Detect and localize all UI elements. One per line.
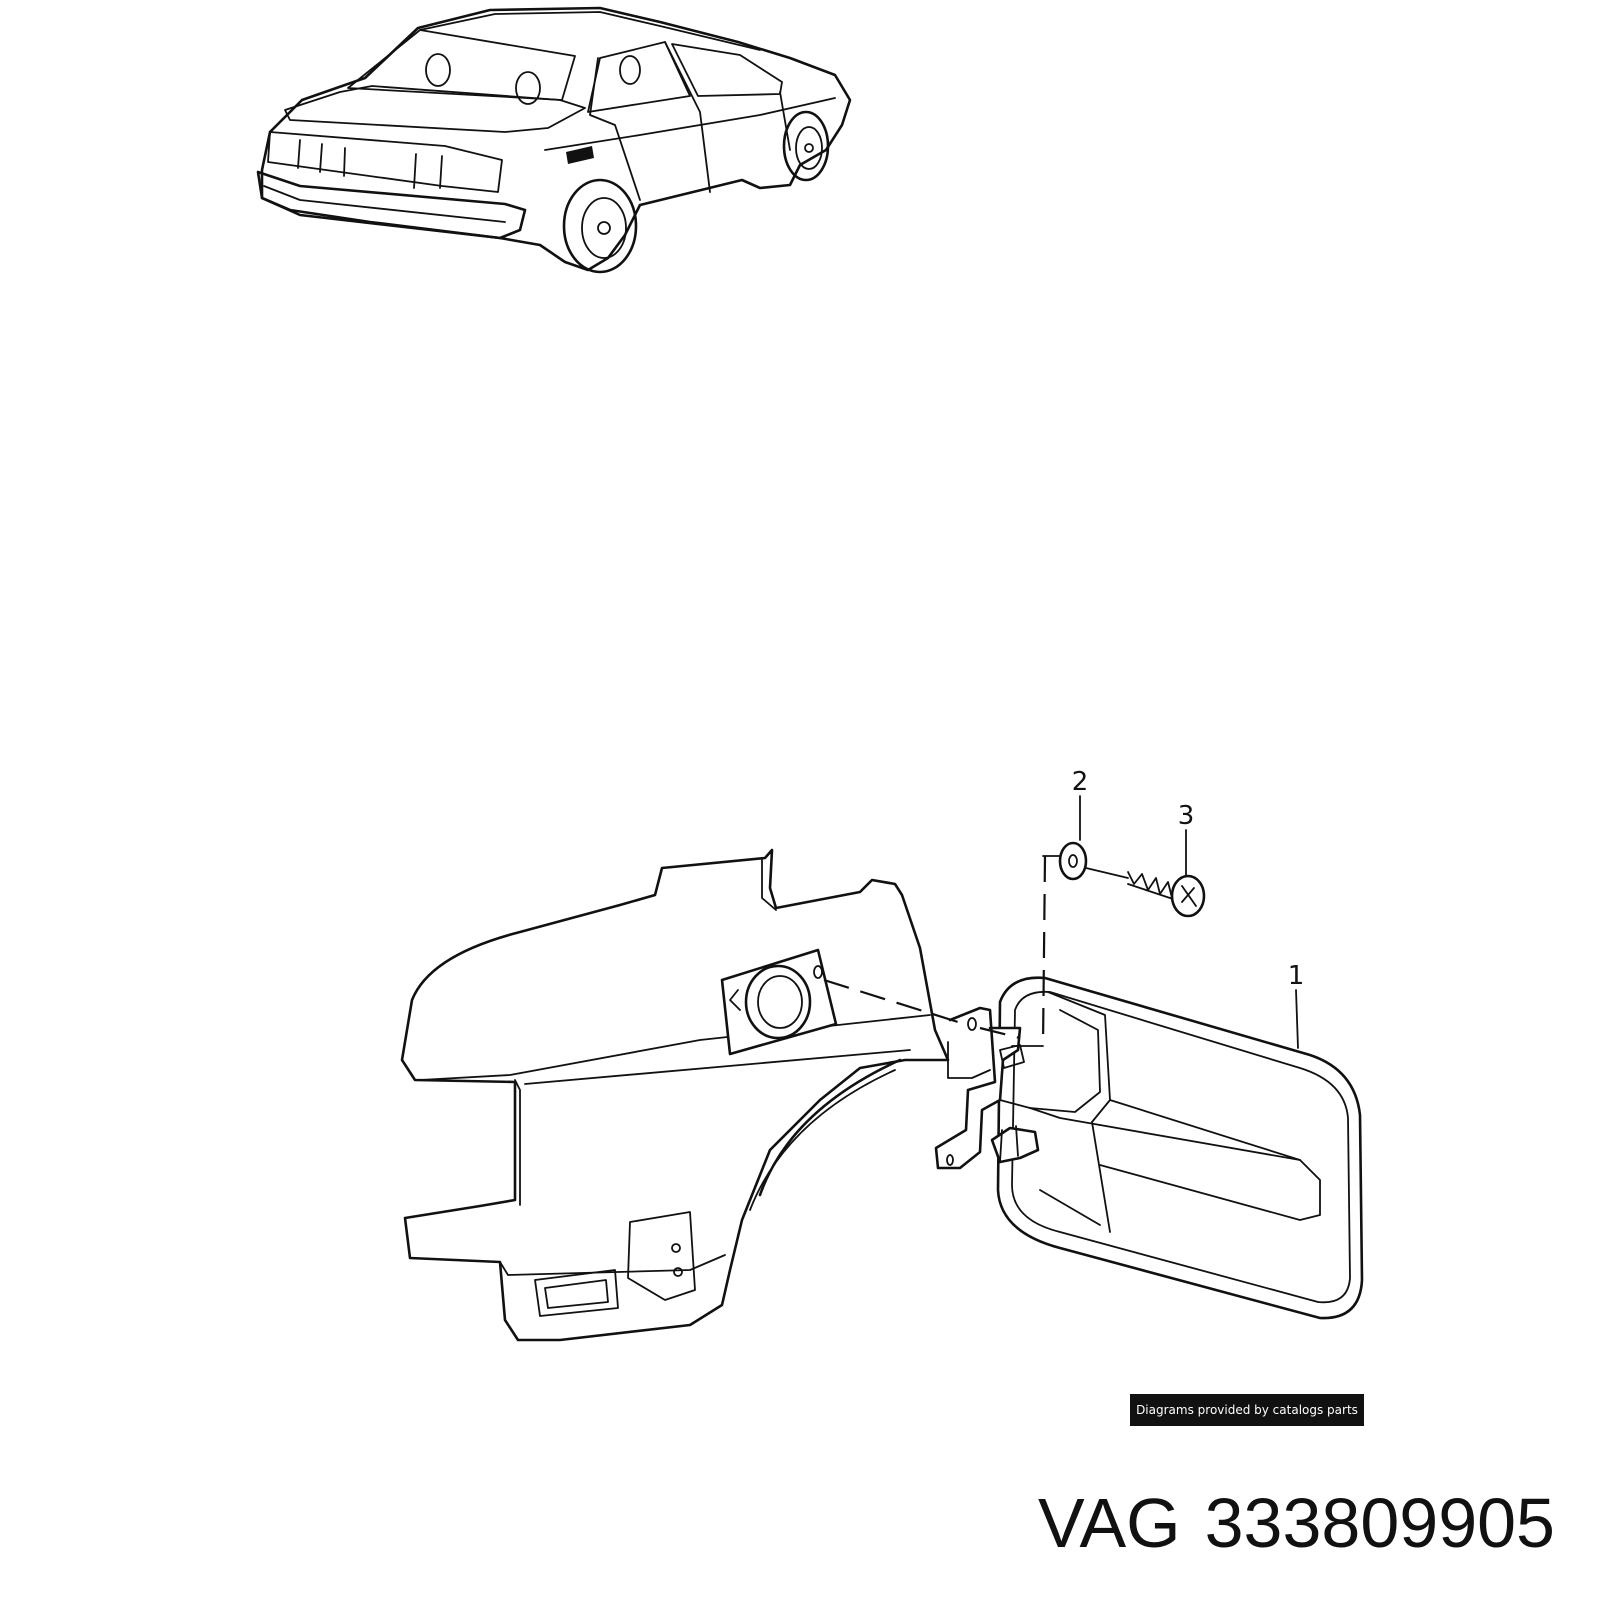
credit-banner: Diagrams provided by catalogs parts [1130, 1394, 1364, 1426]
part-number-text: 333809905 [1204, 1484, 1555, 1562]
fuel-filler-flap-drawing [996, 976, 1364, 1320]
car-overview-illustration [256, 6, 852, 274]
callout-leader-1 [1295, 989, 1299, 1049]
callout-number-2: 2 [1072, 767, 1089, 797]
screw-drawing [1085, 867, 1206, 918]
callout-number-1: 1 [1288, 961, 1305, 991]
hinge-drawing [934, 1006, 1040, 1170]
washer-drawing [1058, 841, 1088, 881]
callout-number-3: 3 [1178, 801, 1195, 831]
brand-text: VAG [1037, 1484, 1181, 1562]
callout-leaders [1079, 795, 1299, 1049]
rear-quarter-panel-drawing [400, 848, 950, 1342]
assembly-lines [823, 855, 1061, 1047]
